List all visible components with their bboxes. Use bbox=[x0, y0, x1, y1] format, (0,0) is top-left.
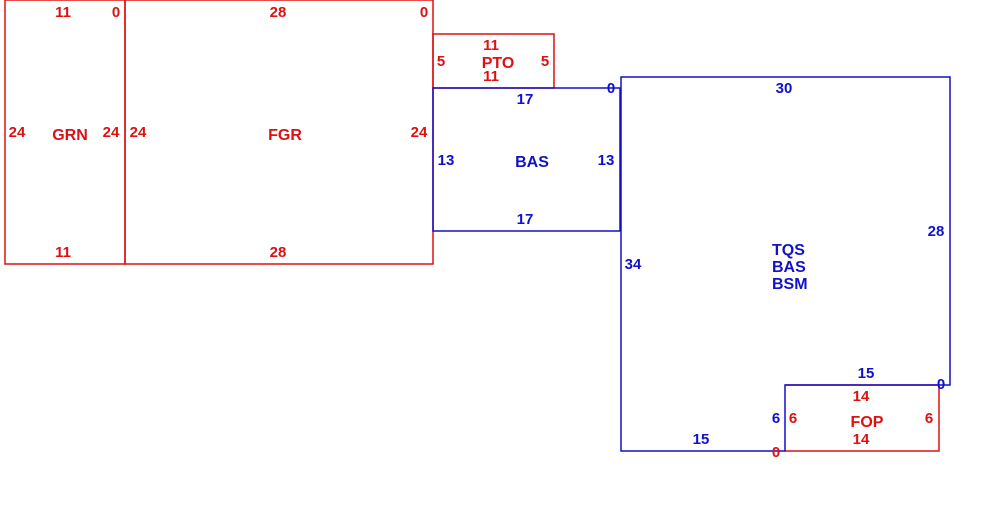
tqs-right-dim: 28 bbox=[928, 223, 945, 240]
bas-label: BAS bbox=[515, 154, 549, 171]
grn-top-dim: 11 bbox=[55, 4, 71, 21]
fgr-room: FGR 28 0 24 24 28 bbox=[130, 4, 429, 261]
grn-left-dim: 24 bbox=[9, 124, 26, 141]
bas-corner-dim: 0 bbox=[607, 80, 615, 97]
fop-top-dim: 14 bbox=[853, 388, 870, 405]
tqs-bottom-dim: 15 bbox=[693, 431, 710, 448]
pto-label: PTO bbox=[482, 55, 515, 72]
grn-bottom-dim: 11 bbox=[55, 244, 71, 261]
fgr-bottom-dim: 28 bbox=[270, 244, 287, 261]
fgr-right-dim: 24 bbox=[411, 124, 428, 141]
pto-left-dim: 5 bbox=[437, 53, 445, 70]
tqs-room: TQS BAS BSM 30 28 34 15 15 0 6 bbox=[625, 80, 946, 448]
tqs-outline bbox=[620, 76, 951, 452]
tqs-left-dim: 34 bbox=[625, 256, 642, 273]
red-room-outlines bbox=[4, 0, 940, 452]
fop-bottom-dim: 14 bbox=[853, 431, 870, 448]
tqs-label-line-2: BAS bbox=[772, 259, 806, 276]
grn-right-dim: 24 bbox=[103, 124, 120, 141]
fop-label: FOP bbox=[851, 414, 884, 431]
tqs-label-line-3: BSM bbox=[772, 276, 808, 293]
bas-room: BAS 17 13 13 17 0 bbox=[438, 80, 616, 228]
bas-right-dim: 13 bbox=[598, 152, 615, 169]
fop-corner-dim: 0 bbox=[772, 444, 780, 461]
bas-top-dim: 17 bbox=[517, 91, 534, 108]
pto-top-dim: 11 bbox=[483, 37, 499, 54]
pto-bottom-dim: 11 bbox=[483, 68, 499, 85]
blue-room-outlines bbox=[432, 76, 951, 452]
fop-left-dim: 6 bbox=[789, 410, 797, 427]
grn-room: GRN 11 0 24 24 11 bbox=[9, 4, 121, 261]
fop-room: FOP 14 14 6 6 0 bbox=[772, 388, 933, 461]
bas-outline bbox=[432, 87, 621, 232]
grn-label: GRN bbox=[52, 127, 88, 144]
bas-bottom-dim: 17 bbox=[517, 211, 534, 228]
tqs-step-corner-dim: 0 bbox=[937, 376, 945, 393]
fop-right-dim: 6 bbox=[925, 410, 933, 427]
bas-left-dim: 13 bbox=[438, 152, 455, 169]
fgr-corner-dim: 0 bbox=[420, 4, 428, 21]
fgr-top-dim: 28 bbox=[270, 4, 287, 21]
fgr-label: FGR bbox=[268, 127, 302, 144]
grn-corner-dim: 0 bbox=[112, 4, 120, 21]
pto-room: PTO 11 5 5 11 bbox=[437, 37, 549, 85]
fgr-left-dim: 24 bbox=[130, 124, 147, 141]
pto-right-dim: 5 bbox=[541, 53, 549, 70]
tqs-step-side-dim: 6 bbox=[772, 410, 780, 427]
tqs-label-line-1: TQS bbox=[772, 242, 805, 259]
tqs-top-dim: 30 bbox=[776, 80, 793, 97]
tqs-step-top-dim: 15 bbox=[858, 365, 875, 382]
